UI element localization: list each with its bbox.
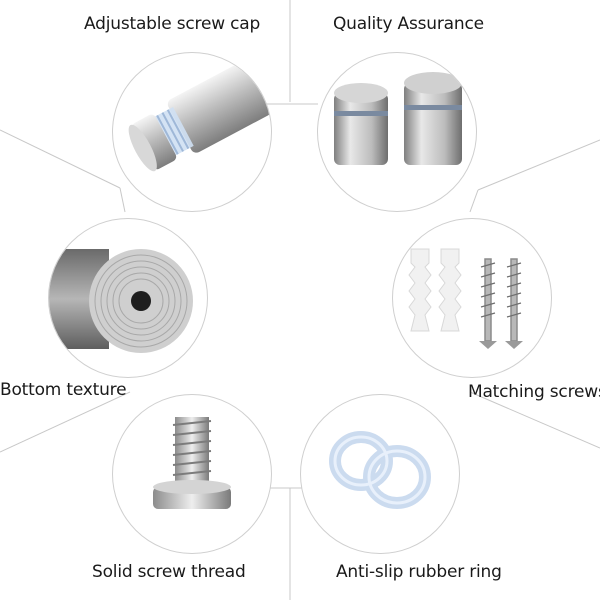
screw-cap-photo-icon <box>112 52 272 212</box>
bottom-texture-photo-icon <box>48 218 208 378</box>
standoff-pair-photo-icon <box>317 52 477 212</box>
rubber-ring-photo-icon <box>300 394 460 554</box>
feature-label-adjustable-screw-cap: Adjustable screw cap <box>84 14 261 34</box>
feature-label-quality-assurance: Quality Assurance <box>333 14 484 34</box>
feature-label-matching-screws: Matching screws <box>468 382 600 402</box>
screws-anchors-photo-icon <box>392 218 552 378</box>
screw-thread-photo-icon <box>112 394 272 554</box>
feature-label-bottom-texture: Bottom texture <box>0 380 127 400</box>
feature-label-solid-screw-thread: Solid screw thread <box>92 562 246 582</box>
feature-label-anti-slip-rubber-ring: Anti-slip rubber ring <box>336 562 502 582</box>
